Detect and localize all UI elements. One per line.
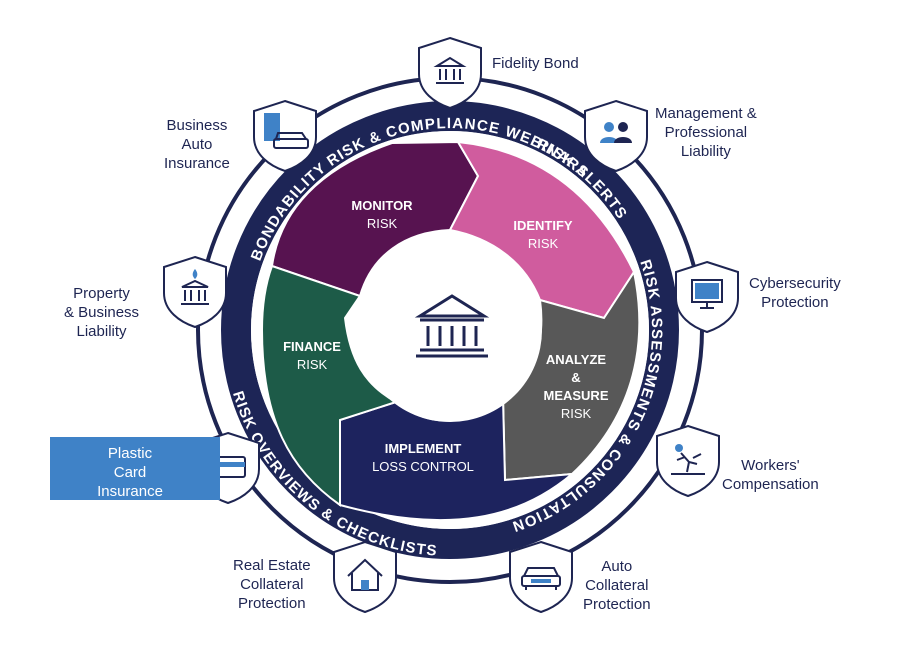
bank-icon [414,294,490,358]
business-auto-label: Business Auto Insurance [164,117,230,172]
burning-building-icon [181,269,209,305]
workers-shield [656,425,720,497]
auto-collateral-shield [509,541,573,613]
people-icon [600,122,632,143]
cybersecurity-label: Cybersecurity Protection [749,275,841,311]
business-auto-shield [253,100,317,172]
house-icon [347,558,383,591]
cyber-shield [675,261,739,333]
monitor-subtitle: RISK [367,216,398,231]
falling-person-icon [671,444,705,475]
implement-title: IMPLEMENT [385,441,462,456]
analyze-title-line-2: & [571,370,580,385]
fidelity-bond-label: Fidelity Bond [492,55,579,72]
plastic-card-label[interactable]: Plastic Card Insurance [97,445,163,500]
segment-finance [260,264,399,507]
auto-collateral-label: Auto Collateral Protection [583,558,651,613]
identify-title: IDENTIFY [513,218,573,233]
implement-subtitle: LOSS CONTROL [372,459,474,474]
text-band [221,101,679,559]
plastic-card-highlight [50,437,220,500]
property-label: Property & Business Liability [64,285,140,340]
real-estate-label: Real Estate Collateral Protection [233,557,311,612]
center-circle [358,238,542,422]
analyze-title-line-1: ANALYZE [546,352,607,367]
real-estate-shield [333,541,397,613]
workers-comp-label: Workers' Compensation [722,457,819,493]
analyze-subtitle: RISK [561,406,592,421]
building-car-icon [264,113,309,149]
finance-title: FINANCE [283,339,341,354]
monitor-icon [691,279,723,309]
fidelity-shield [418,37,482,109]
bank-icon [433,56,467,84]
monitor-title: MONITOR [351,198,413,213]
identify-subtitle: RISK [528,236,559,251]
finance-subtitle: RISK [297,357,328,372]
analyze-title-line-3: MEASURE [543,388,608,403]
property-shield [163,256,227,328]
car-icon [521,567,561,590]
management-label: Management & Professional Liability [655,105,757,160]
management-shield [584,100,648,172]
